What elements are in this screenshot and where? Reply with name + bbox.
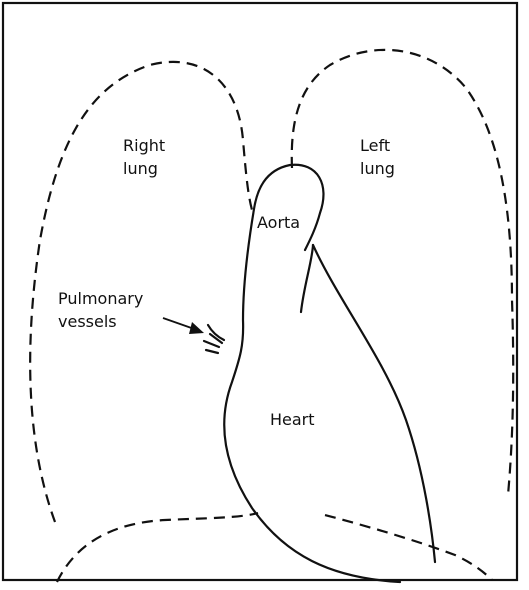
right-lung-label-line1: Right bbox=[123, 136, 165, 155]
left-lung-label-line2: lung bbox=[360, 159, 395, 178]
pulmonary-vessels-label-line2: vessels bbox=[58, 312, 117, 331]
heart-right-border bbox=[313, 245, 435, 562]
pulmonary-vessels-marks bbox=[204, 325, 224, 353]
aorta-label: Aorta bbox=[257, 213, 300, 232]
right-diaphragm-outline bbox=[57, 513, 258, 582]
left-lung-outline bbox=[292, 50, 513, 495]
pulmonary-vessels-label-line1: Pulmonary bbox=[58, 289, 143, 308]
left-diaphragm-outline bbox=[325, 515, 492, 580]
right-lung-label-line2: lung bbox=[123, 159, 158, 178]
pulmonary-vessels-arrow bbox=[163, 318, 204, 334]
aorta-inner-line bbox=[301, 245, 313, 312]
heart-aorta-outline bbox=[224, 165, 400, 582]
heart-label: Heart bbox=[270, 410, 315, 429]
left-lung-label-line1: Left bbox=[360, 136, 390, 155]
